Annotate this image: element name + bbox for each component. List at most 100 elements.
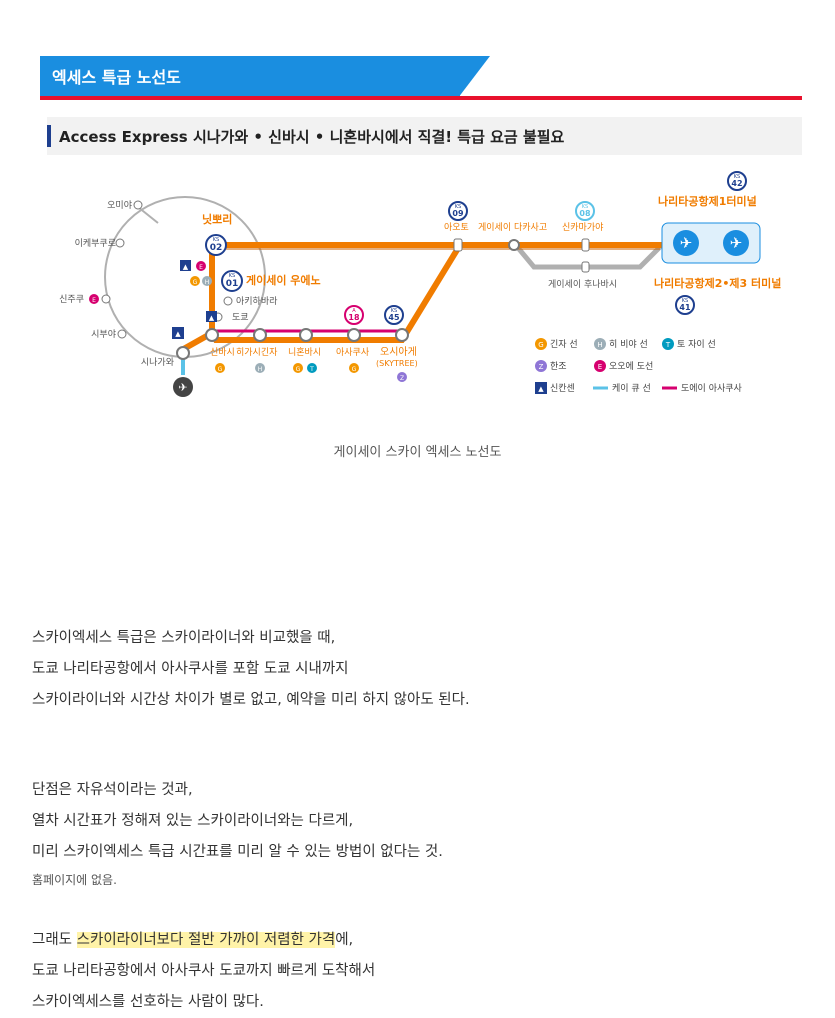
svg-text:G: G — [352, 366, 357, 373]
label-oshiage: 오시아게 — [380, 346, 417, 358]
paragraph-text: 그래도 — [32, 932, 77, 948]
legend-hanzomon: 한조 — [550, 361, 567, 372]
station-node-shinkamagaya — [581, 238, 590, 252]
paragraph-line: 스카이라이너와 시간상 차이가 별로 없고, 예약을 미리 하지 않아도 된다. — [32, 692, 470, 708]
label-asakusa: 아사쿠사 — [336, 347, 370, 358]
code-prefix: KS — [734, 174, 740, 180]
code-t1: 42 — [731, 179, 742, 188]
svg-text:T: T — [309, 366, 314, 373]
station-dot-shibuya — [117, 329, 127, 339]
label-airport-t1: 나리타공항제1터미널 — [658, 194, 757, 208]
station-node-oshiage — [395, 328, 409, 342]
hanzomon-line-badge: Z — [535, 360, 547, 372]
code-asakusa: 18 — [348, 313, 360, 322]
station-node-higashiginza — [253, 328, 267, 342]
svg-text:G: G — [296, 366, 301, 373]
code-prefix: KS — [229, 273, 235, 279]
station-node-nihonbashi — [299, 328, 313, 342]
svg-text:▲: ▲ — [538, 385, 544, 393]
legend-oedo: 오오에 도선 — [609, 361, 653, 372]
paragraph-line: 미리 스카이엑세스 특급 시간표를 미리 알 수 있는 방법이 없다는 것. — [32, 844, 443, 860]
station-dot-shinjuku — [101, 294, 111, 304]
paragraph-line: 스카이엑세스를 선호하는 사람이 많다. — [32, 994, 264, 1010]
loop-line-branch — [137, 206, 159, 224]
ginza-line-badge: G — [190, 276, 200, 286]
route-map: ✈ ✈ ✈ 오미야 이케부쿠로 신주쿠 E 시부야 시나가와 닛뽀리 KS 02… — [59, 171, 781, 397]
label-shinjuku: 신주쿠 — [59, 294, 84, 305]
shinkansen-icon: ▲ — [180, 260, 191, 271]
airplane-icon: ✈ — [673, 230, 699, 256]
map-legend: G 긴자 선 H 히 비야 선 T 토 자이 선 Z 한조 E 오오에 도선 ▲… — [535, 338, 743, 394]
subheader-text: Access Express 시나가와 • 신바시 • 니혼바시에서 직결! 특… — [59, 128, 565, 146]
hanzomon-line-badge: Z — [397, 372, 407, 382]
subheader-bar: Access Express 시나가와 • 신바시 • 니혼바시에서 직결! 특… — [47, 117, 802, 155]
hibiya-line-badge: H — [594, 338, 606, 350]
hibiya-line-badge: H — [255, 363, 265, 373]
subheader-accent — [47, 125, 51, 147]
svg-text:G: G — [193, 279, 198, 286]
legend-keikyu: 케이 큐 선 — [612, 383, 651, 394]
svg-text:H: H — [597, 341, 602, 349]
highlighted-text: 스카이라이너보다 절반 가까이 저렴한 가격 — [76, 932, 336, 948]
svg-text:✈: ✈ — [680, 234, 693, 252]
svg-text:G: G — [218, 366, 223, 373]
svg-text:▲: ▲ — [209, 314, 215, 322]
tozai-line-badge: T — [307, 363, 317, 373]
oedo-line-badge: E — [196, 261, 206, 271]
banner-slant — [458, 56, 490, 98]
svg-text:E: E — [92, 297, 96, 304]
station-node-asakusa — [347, 328, 361, 342]
svg-text:E: E — [199, 264, 203, 271]
label-airport-t23: 나리타공항제2•제3 터미널 — [654, 276, 781, 290]
station-dot-akihabara — [223, 296, 233, 306]
label-shinkamagaya: 신카마가야 — [562, 222, 603, 233]
map-caption: 게이세이 스카이 엑세스 노선도 — [333, 445, 502, 460]
label-funabashi: 게이세이 후나바시 — [548, 279, 617, 290]
label-ueno: 게이세이 우에노 — [246, 273, 321, 287]
label-omiya: 오미야 — [107, 200, 132, 211]
station-dot-shinagawa — [176, 346, 190, 360]
station-code-asakusa — [344, 305, 364, 325]
code-prefix: A — [352, 308, 356, 314]
station-code-shinkamagaya — [575, 201, 595, 221]
code-nippori: 02 — [210, 243, 223, 253]
label-shibuya: 시부야 — [91, 329, 116, 340]
oedo-line-badge: E — [89, 294, 99, 304]
ginza-line-badge: G — [215, 363, 225, 373]
station-node-nippori — [205, 234, 227, 256]
station-dot-omiya — [133, 200, 143, 210]
legend-toei-asakusa: 도에이 아사쿠사 — [681, 383, 743, 394]
code-prefix: KS — [582, 204, 588, 210]
ginza-line-badge: G — [535, 338, 547, 350]
banner-title: 엑세스 특급 노선도 — [52, 68, 181, 87]
legend-shinkansen: 신칸센 — [550, 383, 575, 394]
code-prefix: KS — [391, 308, 397, 314]
label-shinbashi: 신바시 — [210, 347, 235, 358]
svg-text:T: T — [665, 341, 671, 349]
code-prefix: KS — [682, 298, 688, 304]
tozai-line-badge: T — [662, 338, 674, 350]
footnote: 홈페이지에 없음. — [32, 873, 117, 887]
shinkansen-icon: ▲ — [535, 382, 547, 394]
svg-text:Z: Z — [539, 363, 544, 371]
label-aoto: 아오토 — [444, 222, 469, 233]
airplane-icon: ✈ — [723, 230, 749, 256]
paragraph-line: 스카이엑세스 특급은 스카이라이너와 비교했을 때, — [32, 630, 336, 646]
label-nippori: 닛뽀리 — [202, 212, 232, 226]
svg-text:H: H — [258, 366, 263, 373]
code-prefix: KS — [213, 237, 219, 243]
code-shinkamagaya: 08 — [579, 209, 591, 218]
svg-text:▲: ▲ — [183, 263, 189, 271]
label-shinagawa: 시나가와 — [141, 356, 174, 368]
legend-ginza: 긴자 선 — [550, 339, 578, 350]
svg-text:▲: ▲ — [175, 330, 181, 338]
station-code-oshiage — [384, 305, 404, 325]
svg-text:✈: ✈ — [178, 381, 187, 394]
banner-background — [40, 56, 460, 98]
shinkansen-icon: ▲ — [172, 327, 184, 339]
label-higashiginza: 히가시긴자 — [236, 347, 278, 358]
station-dot-ikebukuro — [115, 238, 125, 248]
svg-text:G: G — [538, 341, 543, 349]
paragraph-line-highlighted: 그래도 스카이라이너보다 절반 가까이 저렴한 가격에, — [32, 928, 353, 949]
paragraph-line: 도쿄 나리타공항에서 아사쿠사를 포함 도쿄 시내까지 — [32, 661, 349, 677]
